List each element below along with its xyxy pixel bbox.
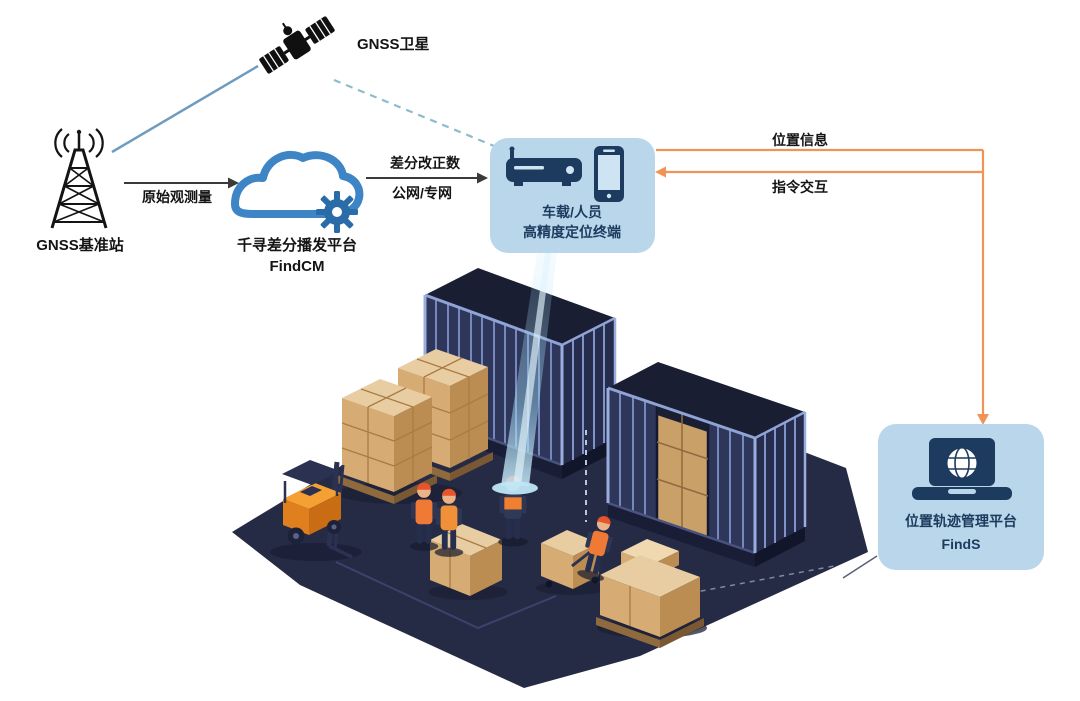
positioning-beam <box>492 253 557 495</box>
gear-icon <box>316 191 358 233</box>
warehouse-scene <box>232 268 868 688</box>
location-info-line <box>656 148 985 416</box>
platform-subtitle: FindS <box>941 536 981 552</box>
worker-4 <box>577 516 613 581</box>
raw-observation-arrow <box>124 177 239 189</box>
satellite-to-base-link <box>111 64 259 154</box>
finds-panel <box>842 424 1044 579</box>
terminal-label-line1: 车载/人员 <box>542 204 602 220</box>
worker-2 <box>434 488 464 557</box>
cloud-title: 千寻差分播发平台 <box>236 237 358 254</box>
raw-observation-label: 原始观测量 <box>142 189 212 205</box>
container-2 <box>606 362 807 567</box>
cloud-subtitle: FindCM <box>269 258 325 275</box>
radio-tower-icon <box>50 128 108 229</box>
terminal-label-line2: 高精度定位终端 <box>523 224 621 240</box>
command-exchange-line <box>655 166 983 178</box>
corrections-label-line2: 公网/专网 <box>392 185 452 201</box>
command-exchange-label: 指令交互 <box>772 179 828 195</box>
corrections-arrow <box>366 172 488 184</box>
satellite-to-terminal-link <box>333 78 495 148</box>
pallet-stack-1 <box>337 379 437 504</box>
globe-icon <box>945 446 979 480</box>
location-info-arrowhead <box>977 414 989 425</box>
forklift-icon <box>270 460 362 561</box>
crate-cluster-3 <box>596 539 707 648</box>
terminal-panel <box>490 138 655 253</box>
finds-callout-line <box>842 555 878 579</box>
corrections-label-line1: 差分改正数 <box>390 155 460 171</box>
smartphone-icon <box>594 146 624 202</box>
location-info-label: 位置信息 <box>772 132 828 148</box>
worker-1 <box>409 482 439 551</box>
laptop-icon <box>912 438 1012 500</box>
platform-title: 位置轨迹管理平台 <box>905 513 1017 529</box>
cloud-gear-icon <box>231 150 364 233</box>
gnss-receiver-icon <box>506 146 582 186</box>
satellite-label: GNSS卫星 <box>357 36 430 53</box>
satellite-icon <box>259 16 335 74</box>
base-station-label: GNSS基准站 <box>36 237 124 254</box>
